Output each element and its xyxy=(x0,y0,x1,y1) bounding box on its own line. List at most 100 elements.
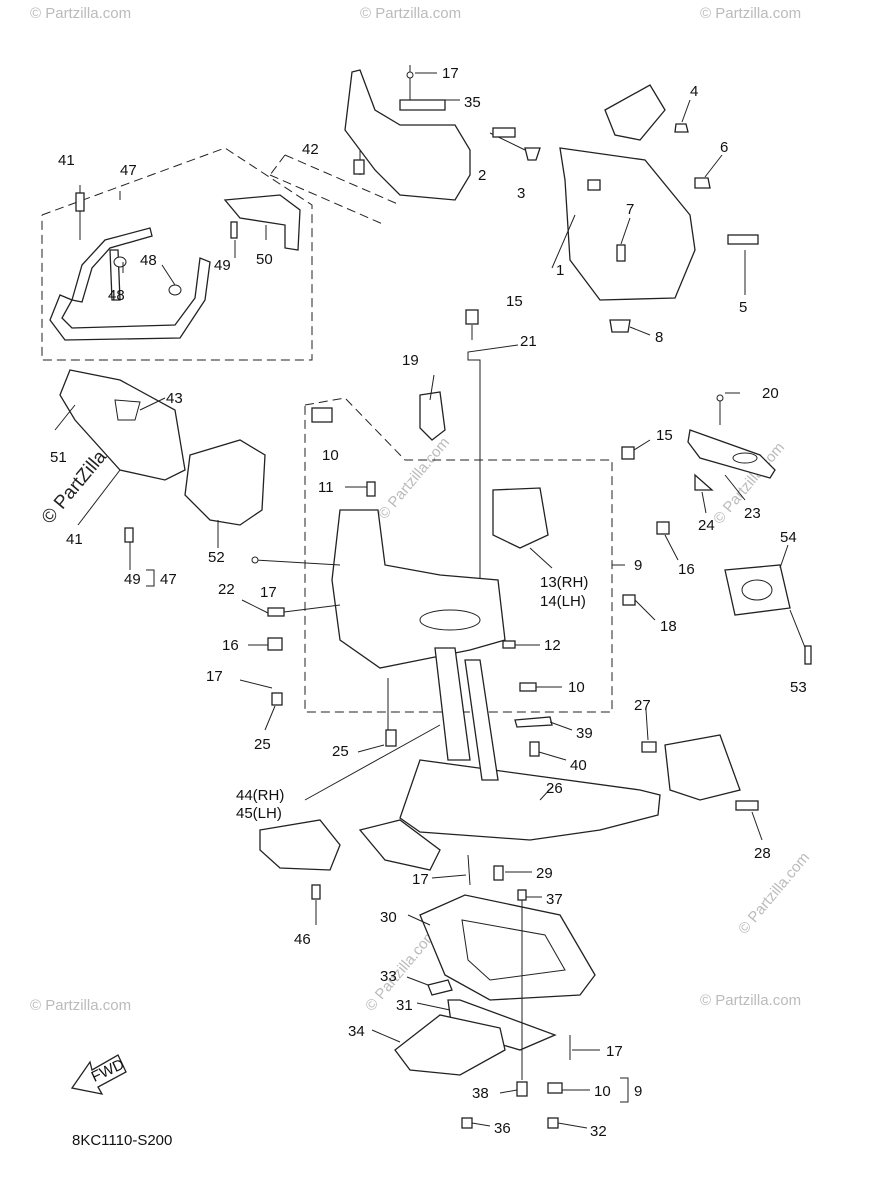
grommet-16 xyxy=(656,521,670,535)
leader-15b xyxy=(633,439,651,451)
watermark: © Partzilla.com xyxy=(700,5,801,22)
leader-8 xyxy=(629,326,651,336)
skid-plate-30-opening xyxy=(461,919,566,981)
rivet-17c xyxy=(239,679,273,689)
callout-41: 41 xyxy=(58,152,75,169)
leader-39 xyxy=(549,721,573,731)
leader-22 xyxy=(241,599,269,614)
rivet-17d xyxy=(467,854,471,886)
main-frame-26 xyxy=(399,759,661,841)
bolt-49 xyxy=(230,221,238,239)
bracket-mount xyxy=(604,84,666,141)
callout-42: 42 xyxy=(302,141,319,158)
callout-20: 20 xyxy=(762,385,779,402)
callout-4: 4 xyxy=(690,83,698,100)
front-bumper-group xyxy=(41,147,313,361)
bolt-7 xyxy=(616,244,626,262)
latch-13-14 xyxy=(492,487,549,549)
callout-15b: 15 xyxy=(656,427,673,444)
leader-6 xyxy=(704,154,723,178)
callout-51: 51 xyxy=(50,449,67,466)
bolt-12 xyxy=(502,640,516,649)
bracket-19 xyxy=(419,391,446,441)
callout-9: 9 xyxy=(634,557,642,574)
bracket-51 xyxy=(59,369,186,481)
clip-10b xyxy=(519,682,537,692)
leader-19 xyxy=(429,374,435,401)
bumper-cap-48b xyxy=(168,284,182,296)
leader-31 xyxy=(416,1002,451,1011)
callout-53: 53 xyxy=(790,679,807,696)
callout-3: 3 xyxy=(517,185,525,202)
diagram-code: 8KC1110-S200 xyxy=(72,1132,172,1149)
callout-43: 43 xyxy=(166,390,183,407)
bracket-51-hole xyxy=(114,399,141,421)
leader-17d xyxy=(431,874,467,879)
callout-54: 54 xyxy=(780,529,797,546)
callout-10c: 10 xyxy=(594,1083,611,1100)
watermark: © Partzilla.com xyxy=(700,992,801,1009)
nut-4 xyxy=(674,123,689,133)
callout-23: 23 xyxy=(744,505,761,522)
leader-41b xyxy=(77,469,121,526)
leader-23 xyxy=(724,474,746,501)
leader-4 xyxy=(681,99,691,123)
dash-42c xyxy=(269,154,286,176)
side-panel xyxy=(344,69,471,201)
callout-30: 30 xyxy=(380,909,397,926)
bumper-guard-top-rail xyxy=(71,227,153,303)
leader-40 xyxy=(538,751,567,761)
bumper-cap-48 xyxy=(113,256,127,268)
callout-26: 26 xyxy=(546,780,563,797)
callout-49b: 49 xyxy=(124,571,141,588)
callout-17c: 17 xyxy=(206,668,223,685)
bolt-38 xyxy=(516,1081,528,1097)
callout-28: 28 xyxy=(754,845,771,862)
callout-14: 14(LH) xyxy=(540,593,586,610)
callout-41b: 41 xyxy=(66,531,83,548)
skid-plates-group xyxy=(371,894,629,1129)
leader-7 xyxy=(620,217,631,245)
watermark: © Partzilla.com xyxy=(360,5,461,22)
leader-30 xyxy=(407,914,431,926)
top-right-bracket-group xyxy=(489,84,759,336)
callout-34: 34 xyxy=(348,1023,365,1040)
callout-36: 36 xyxy=(494,1120,511,1137)
watermark: © Partzilla.com xyxy=(375,434,453,522)
callout-1: 1 xyxy=(556,262,564,279)
rivet-17b-head xyxy=(251,556,259,564)
callout-22: 22 xyxy=(218,581,235,598)
leader-27 xyxy=(645,709,649,741)
leader-13 xyxy=(529,547,553,569)
callout-25: 25 xyxy=(254,736,271,753)
bolt-46 xyxy=(311,884,321,900)
rivet-53 xyxy=(804,645,812,665)
dash-42b xyxy=(269,174,386,226)
clip-18 xyxy=(622,594,636,606)
nut-27 xyxy=(641,741,657,753)
callout-13: 13(RH) xyxy=(540,574,588,591)
rivet-22 xyxy=(267,607,285,617)
callout-10: 10 xyxy=(322,447,339,464)
leader-32 xyxy=(557,1122,588,1129)
plate-54-hole xyxy=(741,579,773,601)
callout-17e: 17 xyxy=(606,1043,623,1060)
callout-33: 33 xyxy=(380,968,397,985)
callout-17: 17 xyxy=(442,65,459,82)
bolt-42 xyxy=(353,159,365,175)
leader-44 xyxy=(304,724,441,801)
bracket-52 xyxy=(184,439,266,526)
callout-49: 49 xyxy=(214,257,231,274)
front-panel-opening xyxy=(419,609,481,631)
rivet-17b xyxy=(254,559,341,566)
bolt-41 xyxy=(75,192,85,212)
watermark: © Partzilla.com xyxy=(30,5,131,22)
right-parts-group xyxy=(621,392,812,665)
callout-9b: 9 xyxy=(634,1083,642,1100)
nut-6 xyxy=(694,177,711,189)
callout-8: 8 xyxy=(655,329,663,346)
callout-19: 19 xyxy=(402,352,419,369)
center-small-parts-group xyxy=(431,682,573,901)
bolt-11 xyxy=(366,481,376,497)
